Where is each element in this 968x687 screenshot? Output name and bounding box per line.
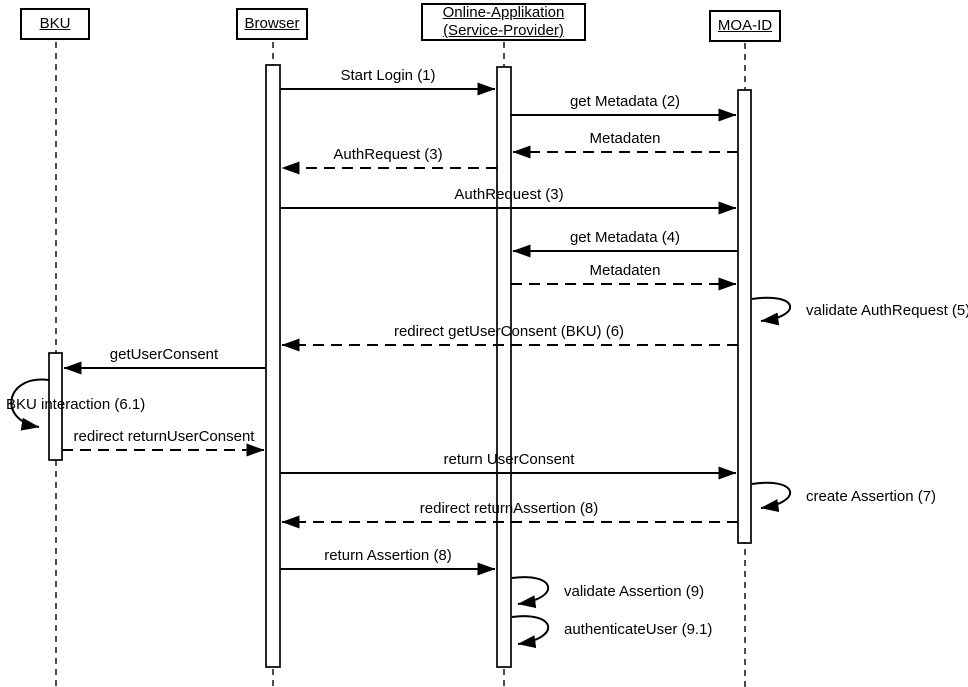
activation-bar-moa-id <box>737 89 752 544</box>
self-loop-validate-assertion <box>511 576 550 609</box>
activation-bar-browser <box>265 64 281 668</box>
activation-bar-bku <box>48 352 63 461</box>
participant-moa-id: MOA-ID <box>709 10 781 42</box>
self-loop-validate-authrequest <box>751 296 792 326</box>
loop-label-bku-interaction: BKU interaction (6.1) <box>6 396 146 413</box>
message-label-get-metadata-2: get Metadata (2) <box>569 93 681 110</box>
participant-bku-label: BKU <box>39 15 71 32</box>
participant-browser-label: Browser <box>244 15 300 32</box>
loop-label-validate-assertion: validate Assertion (9) <box>564 583 705 600</box>
self-loop-create-assertion <box>751 481 792 513</box>
message-label-redirect-getuserconsent: redirect getUserConsent (BKU) (6) <box>393 323 625 340</box>
message-label-metadaten-1: Metadaten <box>589 130 661 147</box>
message-label-metadaten-2: Metadaten <box>589 262 661 279</box>
loop-label-authenticateuser: authenticateUser (9.1) <box>564 621 713 638</box>
participant-browser: Browser <box>236 8 308 40</box>
loop-label-validate-authrequest: validate AuthRequest (5) <box>806 302 968 319</box>
message-label-get-metadata-4: get Metadata (4) <box>569 229 681 246</box>
participant-online-app-label: Online-Applikation (Service-Provider) <box>442 4 565 39</box>
message-label-getuserconsent: getUserConsent <box>109 346 219 363</box>
message-label-start-login: Start Login (1) <box>340 67 436 84</box>
participant-bku: BKU <box>20 8 90 40</box>
loop-label-create-assertion: create Assertion (7) <box>806 488 937 505</box>
self-loop-authenticateuser <box>511 615 550 649</box>
participant-moa-id-label: MOA-ID <box>717 17 773 34</box>
message-label-return-userconsent: return UserConsent <box>443 451 575 468</box>
message-label-return-assertion: return Assertion (8) <box>324 547 452 564</box>
self-loop-bku-interaction <box>10 378 50 431</box>
message-label-redirect-returnassertion: redirect returnAssertion (8) <box>419 500 599 517</box>
participant-online-app: Online-Applikation (Service-Provider) <box>421 3 586 41</box>
message-label-authrequest-redirect: AuthRequest (3) <box>333 146 443 163</box>
message-label-redirect-returnuserconsent: redirect returnUserConsent <box>73 428 255 445</box>
message-label-authrequest-forward: AuthRequest (3) <box>454 186 564 203</box>
activation-bar-online-app <box>496 66 512 668</box>
